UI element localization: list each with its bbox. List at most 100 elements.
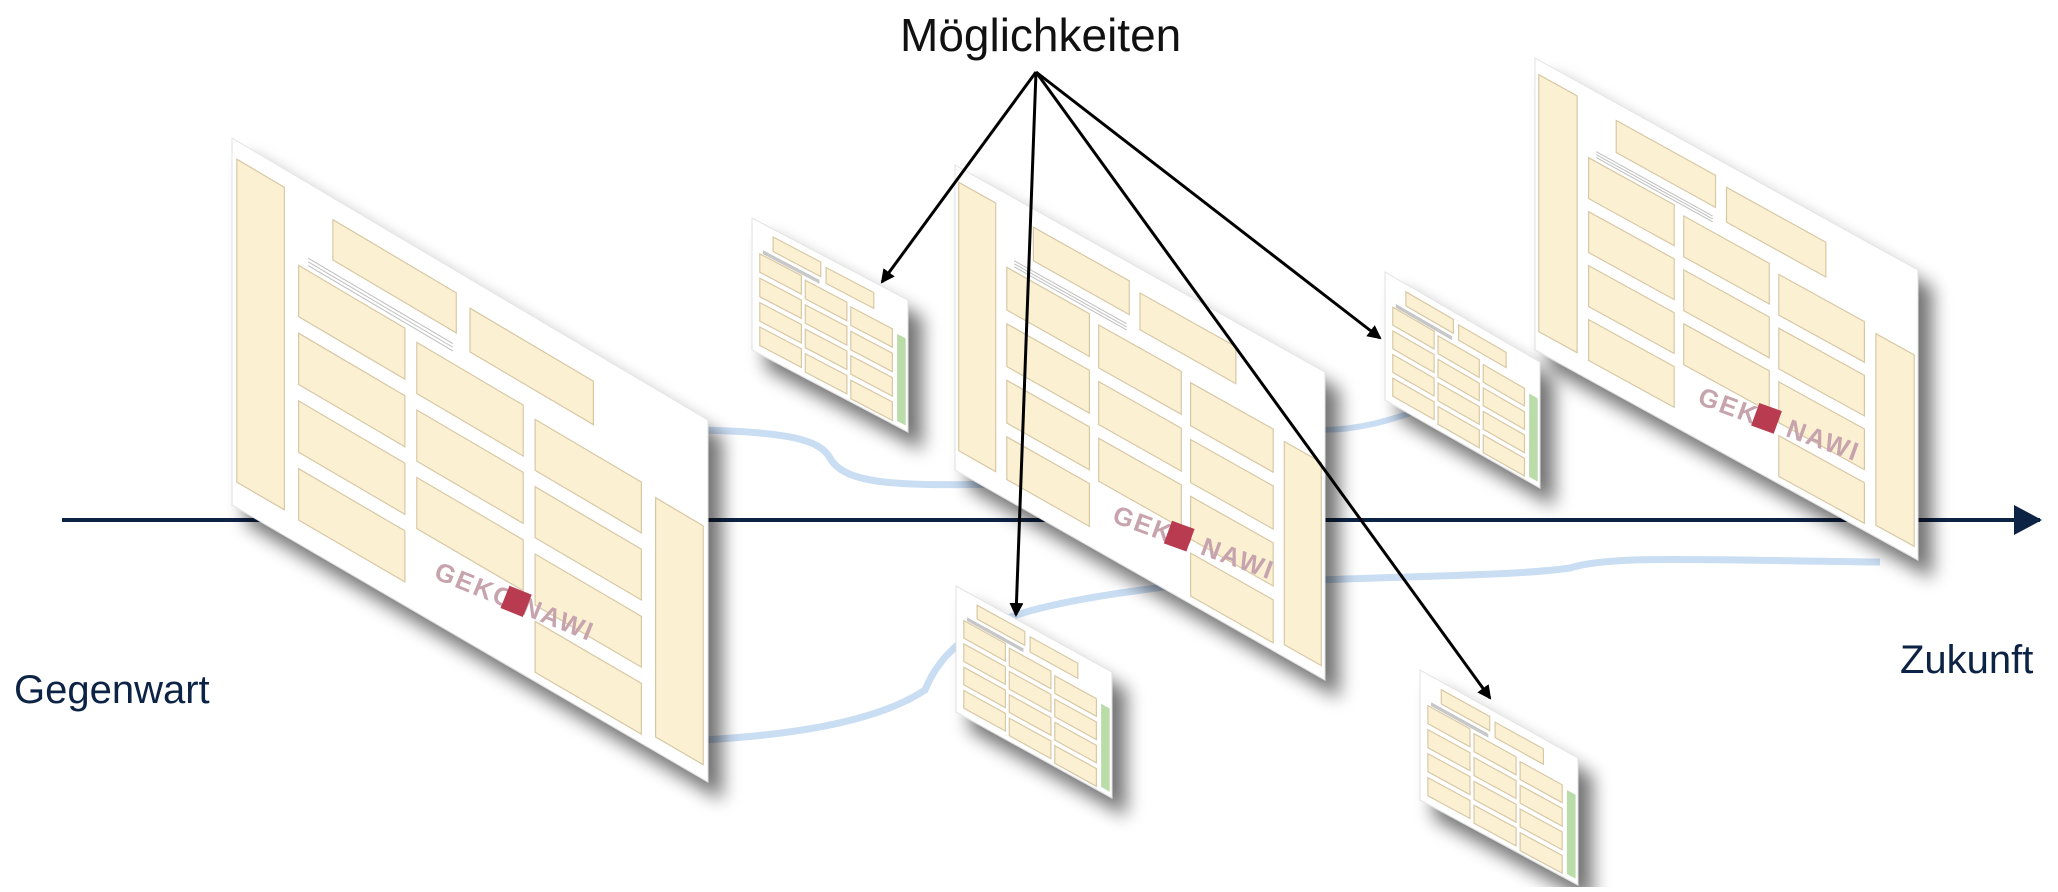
board-text-line xyxy=(762,251,820,283)
board-card xyxy=(1098,380,1182,473)
board-text-line xyxy=(1395,304,1453,338)
board-header-card xyxy=(1032,226,1130,316)
board-header-card xyxy=(1615,119,1717,209)
board-card xyxy=(1054,721,1098,764)
board-card xyxy=(1189,495,1274,588)
board-card xyxy=(1587,210,1675,301)
board-card xyxy=(1437,405,1480,449)
board-header-card xyxy=(469,307,595,426)
board-header-card xyxy=(825,266,875,310)
board-card xyxy=(1189,552,1274,644)
board-card xyxy=(1006,435,1091,528)
board-card xyxy=(534,418,643,534)
board-card xyxy=(804,328,848,371)
board-green-strip xyxy=(1101,703,1110,792)
board-card xyxy=(1473,780,1517,824)
board-sidebar-right xyxy=(1875,332,1915,548)
board-text-line xyxy=(1395,306,1453,340)
connector-mid-to-smallright xyxy=(1319,407,1421,433)
board-card xyxy=(963,642,1007,686)
board-card xyxy=(1587,264,1675,355)
board-card xyxy=(416,408,524,525)
board-card xyxy=(1392,377,1435,421)
board-text-line xyxy=(966,618,1024,651)
board-card xyxy=(850,305,894,349)
board-card xyxy=(1587,156,1675,247)
board-card xyxy=(804,352,848,395)
board-card xyxy=(963,619,1007,663)
board-text-line xyxy=(1013,263,1127,328)
board-header-card xyxy=(1405,290,1455,335)
board-text-line xyxy=(1596,154,1713,220)
board-card xyxy=(1098,323,1182,416)
board-card xyxy=(1006,379,1091,471)
board-card xyxy=(1437,381,1480,426)
board-green-strip xyxy=(1566,790,1576,879)
board-card xyxy=(1054,744,1098,788)
board-card xyxy=(1778,273,1866,364)
board-header-card xyxy=(1494,721,1545,766)
board-card xyxy=(1437,358,1480,402)
board-header-card xyxy=(1139,291,1237,385)
board-card xyxy=(1482,433,1526,478)
diagram-title: Möglichkeiten xyxy=(900,9,1182,61)
board-card xyxy=(963,689,1007,733)
arrow-to-small-board-3 xyxy=(1035,70,1382,340)
board-header-card xyxy=(1725,186,1827,279)
board-card xyxy=(1008,693,1052,737)
board-text-line xyxy=(762,252,820,284)
board-card xyxy=(1392,306,1435,350)
board-sidebar-right xyxy=(654,496,704,766)
board-header-card xyxy=(1029,635,1079,680)
board-text-line xyxy=(1430,703,1489,737)
arrow-to-small-board-2 xyxy=(1009,71,1038,617)
board-header-card xyxy=(1440,688,1491,732)
board-card xyxy=(1473,756,1517,800)
board-green-strip xyxy=(1529,393,1538,482)
board-card xyxy=(1683,214,1770,306)
board-card xyxy=(1008,670,1052,714)
board-option-3 xyxy=(955,585,1113,799)
board-text-line xyxy=(1430,702,1489,735)
board-card xyxy=(534,552,643,669)
board-logo-mark xyxy=(1163,520,1195,552)
board-option-1 xyxy=(751,217,909,433)
board-header-card xyxy=(772,236,822,278)
board-card xyxy=(1427,776,1471,820)
board-option-2 xyxy=(1384,271,1541,489)
board-card xyxy=(1519,831,1563,875)
board-sidebar-left xyxy=(1538,73,1578,354)
board-logo-mark xyxy=(500,585,532,617)
board-text-line xyxy=(307,257,454,345)
board-card xyxy=(1437,334,1480,379)
board-card xyxy=(759,277,803,320)
board-card xyxy=(1473,732,1517,776)
board-card xyxy=(963,666,1007,709)
board-text-line xyxy=(1395,305,1453,339)
board-card xyxy=(1519,784,1563,828)
board-card xyxy=(1778,327,1866,417)
board-header-card xyxy=(1457,323,1507,369)
board-card xyxy=(1054,674,1098,718)
board-logo-mark xyxy=(1751,402,1782,434)
board-card xyxy=(1392,329,1435,374)
board-card xyxy=(1006,322,1091,415)
board-card xyxy=(534,485,643,602)
board-text-line xyxy=(966,619,1024,652)
title-arrows xyxy=(880,70,1492,700)
board-card xyxy=(298,332,406,448)
board-card xyxy=(804,279,848,322)
board-text-line xyxy=(1013,260,1127,325)
board-sidebar-left xyxy=(236,158,285,511)
board-card xyxy=(1519,760,1563,804)
board-card xyxy=(759,301,803,344)
board-card xyxy=(298,399,406,516)
connector-left-to-mid xyxy=(699,426,1001,489)
board-card xyxy=(1778,380,1866,471)
board-present: GEKO NAWI xyxy=(231,137,709,783)
board-card xyxy=(850,379,894,422)
board-card xyxy=(416,341,524,458)
